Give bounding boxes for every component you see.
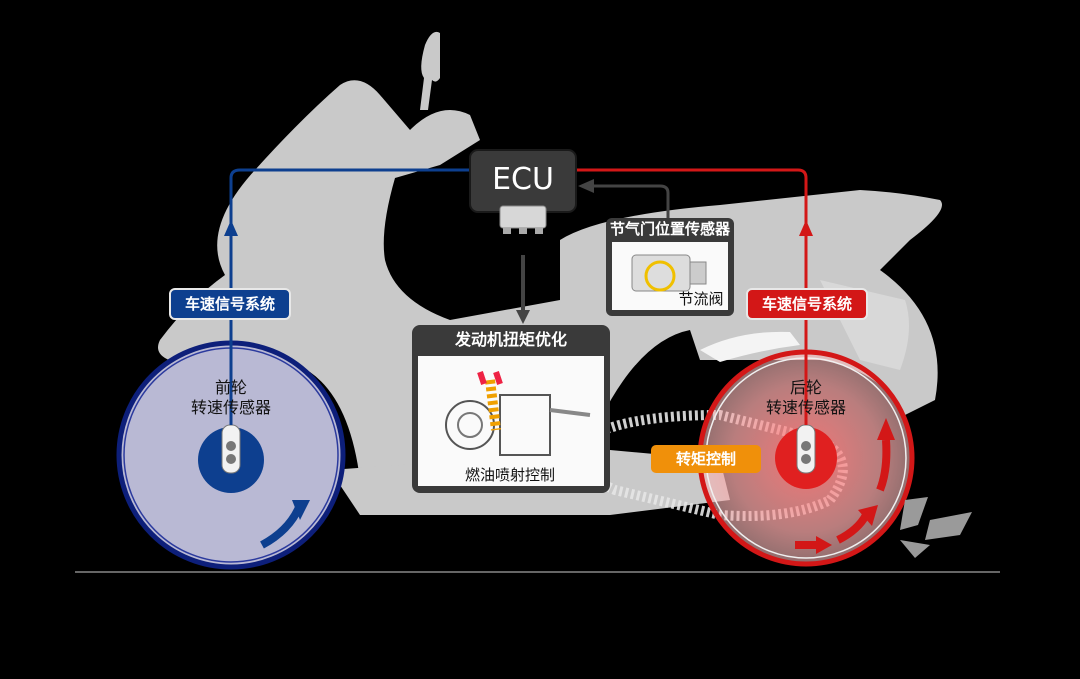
rear-signal-line — [576, 168, 808, 425]
ecu-label: ECU — [492, 162, 554, 197]
throttle-sensor-title: 节气门位置传感器 — [609, 220, 730, 238]
rear-sensor-label-line1: 后轮 — [789, 378, 822, 397]
rear-sensor-label-line2: 转速传感器 — [765, 398, 846, 417]
front-sensor-label-line2: 转速传感器 — [190, 398, 271, 417]
ecu-unit — [469, 149, 577, 234]
front-signal-line — [229, 168, 472, 425]
engine-title: 发动机扭矩优化 — [454, 330, 567, 349]
fuel-injection-caption: 燃油喷射控制 — [464, 466, 555, 484]
front-sensor-label-line1: 前轮 — [214, 378, 247, 397]
engine-panel — [412, 325, 610, 493]
torque-control-badge: 转矩控制 — [651, 445, 761, 473]
throttle-link-line — [590, 184, 670, 218]
throttle-valve-caption: 节流阀 — [678, 290, 724, 308]
throttle-sensor-panel — [606, 218, 734, 316]
rear-speed-signal-badge: 车速信号系统 — [746, 288, 868, 320]
front-speed-signal-badge: 车速信号系统 — [169, 288, 291, 320]
rear-wheel — [697, 349, 915, 567]
wheel-slip-marks — [900, 497, 972, 558]
